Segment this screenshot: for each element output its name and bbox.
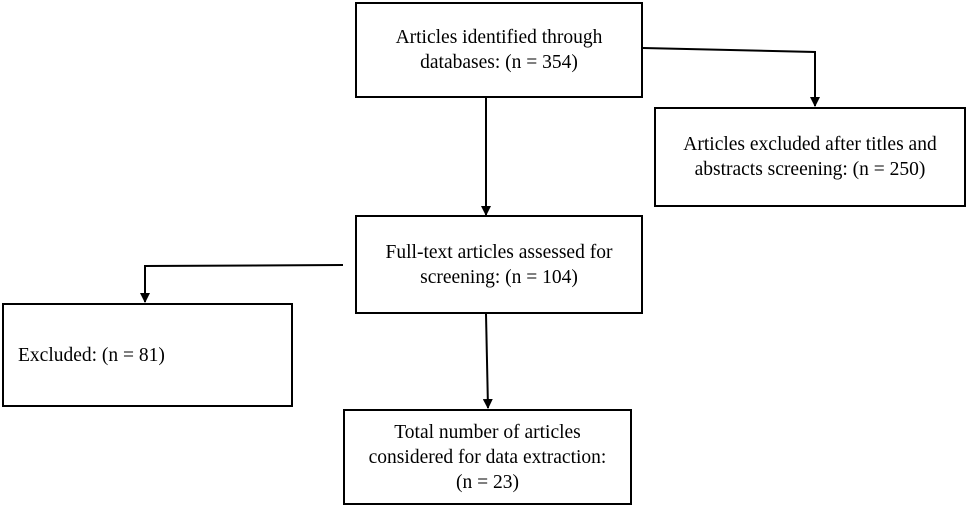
box-line: (n = 23) — [456, 471, 519, 493]
box-fulltext-assessed: Full-text articles assessed for screenin… — [355, 215, 643, 314]
box-total-articles-text: Total number of articles considered for … — [369, 420, 607, 495]
box-line: Total number of articles — [394, 421, 581, 443]
box-total-articles: Total number of articles considered for … — [343, 409, 632, 505]
box-excluded: Excluded: (n = 81) — [2, 303, 293, 407]
arrow-identified-to-excluded-titles — [642, 47, 820, 107]
box-articles-identified-text: Articles identified through databases: (… — [396, 25, 603, 75]
box-line: abstracts screening: (n = 250) — [694, 159, 926, 180]
box-line: Excluded: (n = 81) — [18, 344, 165, 366]
box-line: Articles excluded after titles and — [683, 134, 937, 155]
box-line: Articles identified through — [395, 27, 603, 48]
box-fulltext-assessed-text: Full-text articles assessed for screenin… — [386, 240, 613, 290]
arrow-fulltext-to-excluded — [140, 264, 344, 303]
box-articles-excluded-titles: Articles excluded after titles and abstr… — [654, 107, 966, 207]
box-articles-identified: Articles identified through databases: (… — [355, 2, 643, 98]
arrow-fulltext-to-total — [482, 313, 493, 409]
box-line: databases: (n = 354) — [420, 52, 578, 73]
box-line: screening: (n = 104) — [420, 266, 578, 288]
box-line: Full-text articles assessed for — [385, 241, 613, 263]
box-excluded-text: Excluded: (n = 81) — [18, 343, 165, 368]
box-articles-excluded-titles-text: Articles excluded after titles and abstr… — [683, 132, 936, 182]
box-line: considered for data extraction: — [368, 446, 607, 468]
